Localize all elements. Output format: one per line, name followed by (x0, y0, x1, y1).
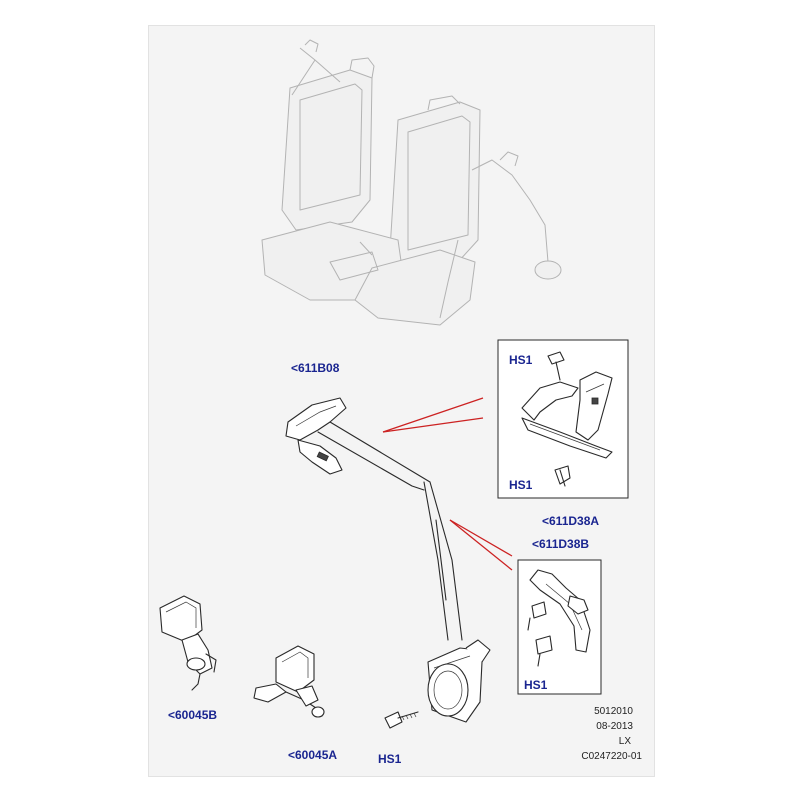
buckle-left[interactable] (159, 595, 217, 691)
footer-code: 5012010 (594, 706, 633, 717)
anchor-bracket-a-detail[interactable] (497, 339, 629, 499)
leader-lines (382, 397, 513, 571)
footer-model: LX (618, 736, 631, 747)
footer-date: 08-2013 (596, 721, 633, 732)
anchor-bracket-b-detail[interactable] (517, 559, 602, 695)
callout-anchor-bracket-a[interactable]: <611D38A (542, 514, 600, 528)
leader-line (382, 397, 484, 433)
leader-line (449, 519, 513, 571)
callout-bolt-top[interactable]: HS1 (509, 353, 533, 367)
callout-belt-assembly[interactable]: <611B08 (291, 361, 340, 375)
callout-bolt-bracket-b[interactable]: HS1 (524, 678, 548, 692)
callout-buckle-right[interactable]: <60045A (288, 748, 338, 762)
leader-line (382, 417, 484, 433)
callout-anchor-bracket-b[interactable]: <611D38B (532, 537, 590, 551)
leader-line (449, 519, 513, 557)
callout-bolt-mid[interactable]: HS1 (509, 478, 533, 492)
callout-buckle-left[interactable]: <60045B (168, 708, 218, 722)
seat-context-illustration (261, 39, 562, 326)
seat-belt-assembly[interactable] (285, 397, 491, 723)
callout-bolt-retractor[interactable]: HS1 (378, 752, 402, 766)
footer-illustration-id: C0247220-01 (581, 751, 642, 762)
bolt-retractor[interactable] (384, 711, 419, 729)
buckle-right[interactable] (253, 645, 325, 718)
